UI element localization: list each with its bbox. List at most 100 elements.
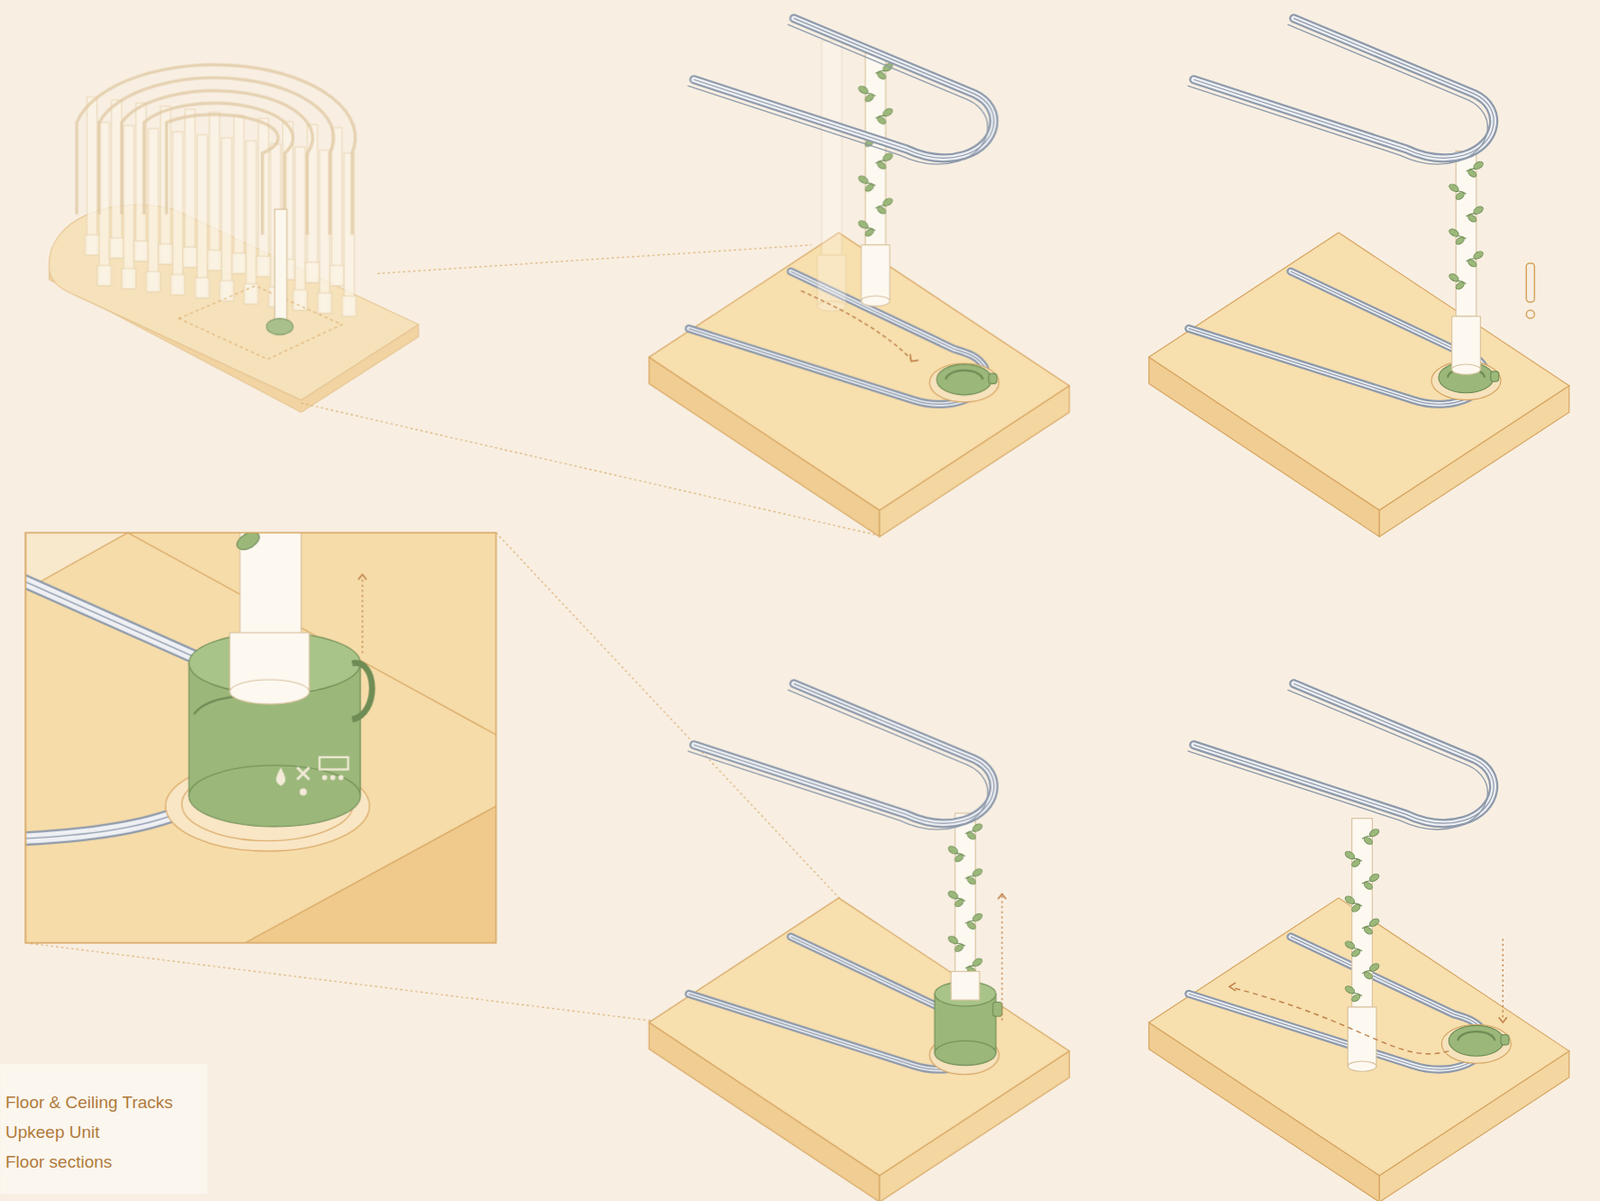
column-foot (1452, 364, 1482, 375)
stage-panel (649, 683, 1070, 1201)
overview-column-base (329, 265, 345, 286)
overview-column-base (207, 249, 222, 271)
legend-label: Floor & Ceiling Tracks (5, 1092, 174, 1113)
cross-icon (297, 767, 311, 780)
inset-detail (26, 532, 497, 943)
overview-track (166, 114, 279, 235)
overview-column (173, 131, 183, 295)
floor-section-top (1149, 232, 1570, 511)
plant-leaf (1368, 871, 1381, 883)
plant-leaf (881, 107, 894, 119)
unit-ring (1431, 361, 1501, 401)
overview-column-base (194, 277, 210, 299)
overview-track (76, 64, 356, 236)
lift-arrow (361, 576, 363, 653)
overview-column-base (341, 295, 357, 317)
track-rail-gap (26, 579, 205, 662)
plant-leaf (1447, 227, 1460, 238)
overview-track (144, 102, 293, 235)
plant-leaf (876, 160, 887, 171)
plant-leaf (1447, 182, 1460, 193)
floor-section-top (649, 897, 1070, 1176)
plant-leaf (1344, 894, 1356, 906)
plant-leaf (863, 92, 875, 103)
water-icon (275, 767, 285, 786)
overview-column (184, 109, 195, 267)
plant-leaf (947, 844, 960, 856)
overview-track (99, 77, 334, 235)
plant-leaf (966, 830, 978, 841)
plant-leaf (1454, 191, 1466, 202)
overview-column-base (109, 237, 124, 259)
plant-leaf (1344, 850, 1356, 861)
overview-column-base (317, 292, 332, 314)
column-tube (239, 532, 302, 643)
plant-leaf (1472, 160, 1484, 172)
overview-column-base (146, 271, 161, 293)
inset-frame (26, 532, 497, 943)
plant-leaf (966, 920, 978, 931)
stage-panel (649, 18, 1070, 537)
plant-column (857, 53, 894, 307)
column-base (1452, 316, 1482, 370)
unit-handle (1490, 371, 1500, 382)
plant-leaf (947, 889, 960, 901)
overview-active-column (274, 209, 288, 321)
unit-disc (1448, 1024, 1504, 1056)
plant-leaf (971, 822, 984, 833)
button-dot (338, 775, 344, 781)
overview-column (86, 97, 97, 256)
stage-panel (1149, 683, 1570, 1201)
plant-leaf (1362, 925, 1374, 936)
column-foot (1347, 1060, 1377, 1071)
overview-column-base (170, 274, 185, 295)
overview-column (147, 128, 158, 293)
column-tube (821, 40, 842, 256)
plant-leaf (881, 152, 894, 164)
plant-leaf (966, 875, 978, 886)
legend-label: Floor sections (5, 1152, 112, 1172)
plant-leaf (1466, 257, 1478, 268)
overview-highlight-zone (178, 285, 342, 359)
plant-leaf (1368, 961, 1381, 973)
plant-leaf (947, 934, 960, 946)
plant-leaf (1368, 827, 1381, 839)
overview-column (233, 115, 244, 274)
unit-handle (1500, 1034, 1509, 1045)
overview-column-base (244, 283, 259, 305)
track-rail-center (26, 579, 205, 662)
overview-column (246, 140, 256, 304)
plant-leaf (857, 173, 869, 185)
status-dot (299, 787, 307, 796)
legend-label: Upkeep Unit (5, 1122, 101, 1143)
column-base (860, 245, 890, 302)
plant-leaf (971, 867, 984, 878)
overview-column (209, 111, 220, 270)
plant-leaf (857, 219, 869, 230)
arrow-head (357, 574, 366, 580)
overview-column (123, 125, 134, 289)
plant-leaf (971, 956, 984, 968)
unit-clamp (1457, 1031, 1495, 1041)
plant-column (817, 40, 847, 311)
plant-leaf (1350, 903, 1362, 914)
overview-column-base (256, 256, 271, 277)
ceiling-rail-second (1188, 24, 1489, 165)
plant-leaf (863, 182, 875, 193)
overview-column-base (134, 240, 149, 262)
plant-leaf (876, 115, 887, 126)
move-path-arrow (801, 291, 912, 360)
arrow-head (1499, 1016, 1508, 1023)
plant-leaf (1344, 939, 1356, 951)
unit-clamp (945, 370, 983, 380)
plant-leaf (1368, 916, 1381, 928)
overview-column-base (219, 280, 235, 302)
column-foot (860, 295, 890, 306)
plant-leaf (857, 84, 869, 96)
plant-leaf (863, 228, 875, 238)
plant-leaf (1472, 204, 1484, 216)
plant-leaf (1350, 858, 1362, 869)
arrow-head (1229, 982, 1236, 991)
plant-leaf (1362, 880, 1374, 891)
